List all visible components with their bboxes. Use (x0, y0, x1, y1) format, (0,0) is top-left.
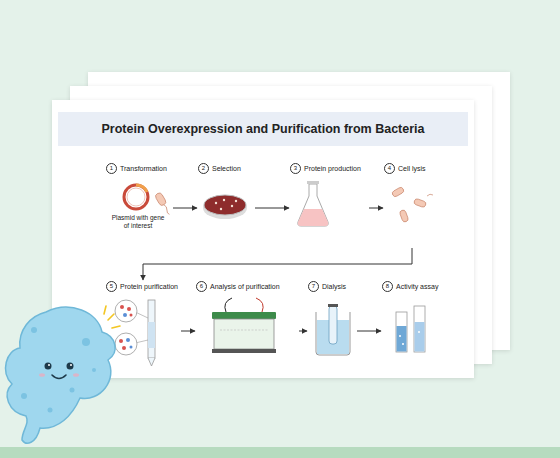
step-number: 5 (106, 281, 117, 292)
step-label: Protein purification (120, 283, 178, 290)
plasmid-icon (124, 185, 148, 209)
step-label: Analysis of purification (210, 283, 280, 290)
process-step: 5Protein purification (106, 281, 180, 375)
step-label: Activity assay (396, 283, 438, 290)
petri-dish-icon (203, 195, 247, 219)
process-step: 8Activity assay (382, 281, 450, 375)
flow-arrow (173, 208, 197, 209)
step-label: Dialysis (322, 283, 346, 290)
flow-arrow (299, 331, 307, 332)
title-band (58, 112, 468, 146)
step-label: Protein production (304, 165, 361, 172)
step-header: 7Dialysis (308, 281, 356, 292)
step-number: 3 (290, 163, 301, 174)
step-header: 3Protein production (290, 163, 368, 174)
flow-arrow (143, 248, 412, 280)
step-header: 8Activity assay (382, 281, 450, 292)
step-number: 6 (196, 281, 207, 292)
process-step: 7Dialysis (308, 281, 356, 375)
flow-arrow (369, 208, 383, 209)
process-step: 2Selection (198, 163, 254, 247)
process-step: 1Transformation (106, 163, 172, 247)
lysed-cells-icon (391, 186, 433, 222)
process-step: 3Protein production (290, 163, 368, 247)
step-number: 1 (106, 163, 117, 174)
step-header: 4Cell lysis (384, 163, 440, 174)
flow-arrow (255, 208, 289, 209)
front-card (52, 100, 474, 378)
step-number: 7 (308, 281, 319, 292)
bottom-bar (0, 447, 560, 458)
step-header: 6Analysis of purification (196, 281, 298, 292)
gel-box-icon (212, 298, 276, 353)
step-label: Cell lysis (398, 165, 426, 172)
flask-icon (298, 181, 328, 226)
diagram-title: Protein Overexpression and Purification … (58, 112, 468, 146)
purification-column-icon (115, 300, 155, 366)
cuvette-icon (396, 306, 425, 352)
step-label: Transformation (120, 165, 167, 172)
step-number: 8 (382, 281, 393, 292)
dialysis-beaker-icon (316, 304, 350, 355)
mascot (6, 306, 120, 443)
bacterium-icon (154, 192, 172, 216)
step-number: 2 (198, 163, 209, 174)
process-step: 6Analysis of purification (196, 281, 298, 375)
flow-arrow (357, 331, 381, 332)
step-header: 1Transformation (106, 163, 172, 174)
flow-arrow (181, 331, 195, 332)
callout-label: Plasmid with gene of interest (110, 214, 166, 229)
step-header: 2Selection (198, 163, 254, 174)
step-number: 4 (384, 163, 395, 174)
step-label: Selection (212, 165, 241, 172)
process-step: 4Cell lysis (384, 163, 440, 247)
step-header: 5Protein purification (106, 281, 180, 292)
